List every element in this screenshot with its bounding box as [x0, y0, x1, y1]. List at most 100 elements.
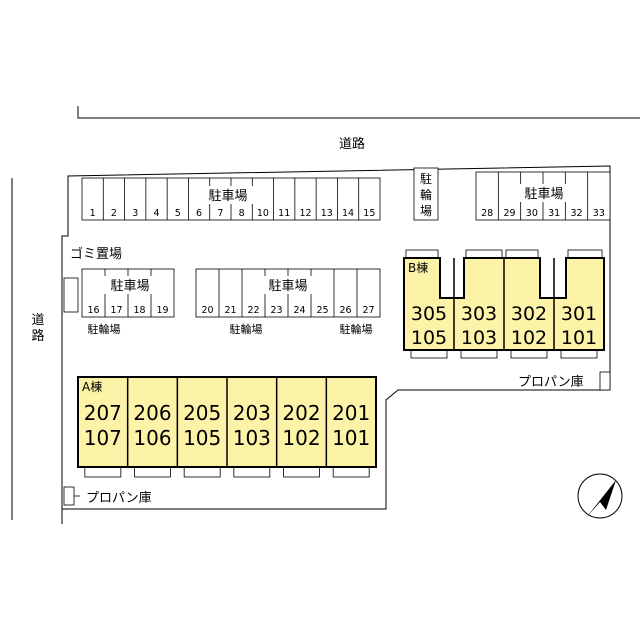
parking-label: 駐車場 — [208, 189, 247, 204]
unit-number-lower: 106 — [133, 426, 171, 450]
parking-label: 駐車場 — [268, 279, 307, 294]
parking-space-number: 19 — [156, 305, 168, 316]
balcony — [560, 349, 598, 359]
balcony — [567, 249, 603, 259]
unit-number-upper: 303 — [461, 303, 497, 325]
bicycle-parking-vertical-char: 場 — [420, 204, 432, 218]
parking-space-number: 2 — [111, 208, 117, 219]
balcony — [460, 349, 498, 359]
bicycle-parking-label: 駐輪場 — [230, 322, 263, 336]
unit-number-lower: 102 — [511, 327, 547, 349]
unit-number-upper: 207 — [84, 401, 122, 425]
unit-number-lower: 107 — [84, 426, 122, 450]
parking-space-number: 3 — [132, 208, 138, 219]
parking-space-number: 29 — [503, 208, 515, 219]
unit-number-lower: 101 — [561, 327, 597, 349]
building-b-balconies — [405, 249, 603, 359]
unit-number-lower: 105 — [183, 426, 221, 450]
parking-space-number: 13 — [321, 208, 333, 219]
parking-space-number: 7 — [217, 208, 223, 219]
propane-storage-icon — [599, 371, 611, 391]
parking-space-number: 32 — [570, 208, 582, 219]
balcony — [134, 466, 171, 478]
road-left-label-char: 道 — [31, 313, 44, 328]
propane-storage-label: プロパン庫 — [86, 491, 152, 506]
bicycle-parking-vertical: 駐輪場 — [413, 167, 439, 221]
building-a-balconies — [84, 466, 370, 478]
parking-space-number: 26 — [339, 305, 351, 316]
parking-space-number: 30 — [526, 208, 538, 219]
bicycle-parking-vertical-char: 駐 — [420, 171, 432, 186]
parking-space-number: 21 — [224, 305, 236, 316]
parking-label: 駐車場 — [524, 187, 563, 202]
parking-space-number: 22 — [247, 305, 259, 316]
unit-number-upper: 202 — [282, 401, 320, 425]
compass-arrow — [586, 480, 616, 518]
bicycle-parking-label: 駐輪場 — [340, 322, 373, 336]
parking-label-bg — [260, 276, 316, 294]
unit-number-upper: 206 — [133, 401, 171, 425]
unit-number-lower: 103 — [233, 426, 271, 450]
parking-space-number: 27 — [362, 305, 374, 316]
parking-space-number: 18 — [133, 305, 145, 316]
road-left-label-char: 路 — [31, 328, 44, 344]
parking-space-number: 1 — [90, 208, 96, 219]
parking-space-number: 15 — [363, 208, 375, 219]
unit-number-upper: 302 — [511, 303, 547, 325]
unit-number-upper: 301 — [561, 303, 597, 325]
parking-space-number: 24 — [293, 305, 305, 316]
parking-label: 駐車場 — [110, 279, 149, 294]
compass-circle — [577, 473, 623, 519]
unit-number-lower: 102 — [282, 426, 320, 450]
balcony — [332, 466, 370, 478]
road-left-label: 道 路 — [31, 313, 44, 344]
balcony — [465, 249, 503, 259]
bicycle-parking-vertical-char: 輪 — [420, 187, 432, 202]
unit-number-upper: 203 — [233, 401, 271, 425]
balcony — [183, 466, 221, 478]
unit-number-lower: 101 — [332, 426, 370, 450]
parking-space-number: 6 — [196, 208, 202, 219]
parking-space-number: 25 — [316, 305, 328, 316]
unit-number-upper: 305 — [411, 303, 447, 325]
parking-space-number: 8 — [239, 208, 245, 219]
balcony — [410, 349, 448, 359]
parking-space-number: 31 — [548, 208, 560, 219]
balcony — [84, 466, 122, 478]
unit-number-upper: 205 — [183, 401, 221, 425]
parking-space-number: 4 — [153, 208, 159, 219]
balcony — [233, 466, 271, 478]
balcony — [283, 466, 320, 478]
site-boundary — [61, 165, 611, 524]
parking-space-number: 14 — [342, 208, 354, 219]
propane-storage-label: プロパン庫 — [518, 375, 584, 390]
parking-space-number: 5 — [175, 208, 181, 219]
bicycle-parking-outline — [413, 167, 439, 221]
propane-storage-icon — [63, 486, 75, 506]
unit-number-upper: 201 — [332, 401, 370, 425]
balcony — [510, 349, 548, 359]
north-arrow-icon — [577, 473, 623, 519]
parking-space-number: 16 — [87, 305, 99, 316]
unit-number-lower: 103 — [461, 327, 497, 349]
parking-space-number: 28 — [481, 208, 493, 219]
balcony — [405, 249, 439, 259]
road-top-label: 道路 — [339, 136, 365, 152]
unit-number-lower: 105 — [411, 327, 447, 349]
parking-space-number: 23 — [270, 305, 282, 316]
parking-label-bg — [104, 276, 156, 294]
bicycle-parking-vertical-label: 駐輪場 — [420, 171, 432, 218]
garbage-area-label: ゴミ置場 — [70, 246, 122, 262]
garbage-area — [63, 277, 79, 313]
parking-label-bg — [516, 184, 572, 202]
building-b-label: B棟 — [408, 260, 428, 275]
parking-space-number: 20 — [201, 305, 213, 316]
road-top-line — [77, 106, 640, 119]
